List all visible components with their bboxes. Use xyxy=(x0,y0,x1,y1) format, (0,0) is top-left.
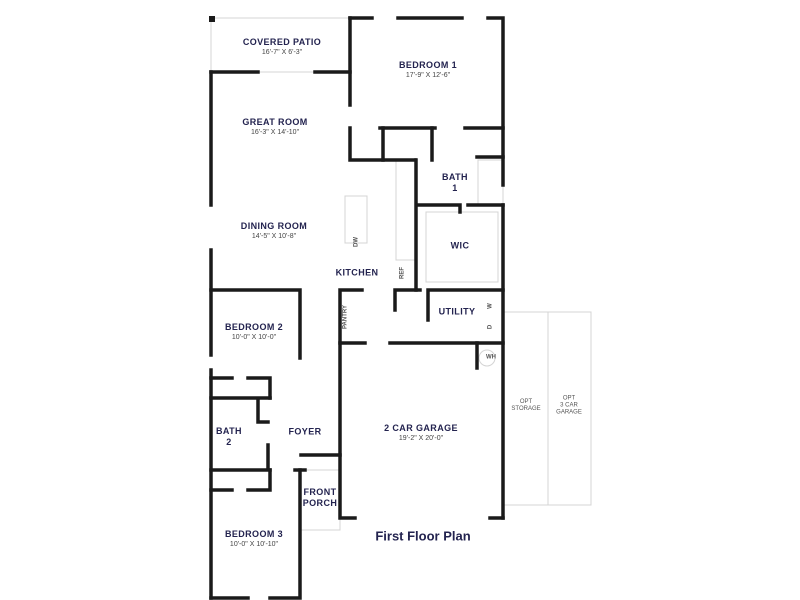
plan-title: First Floor Plan xyxy=(375,528,471,544)
refrigerator-label: REF xyxy=(399,267,406,279)
utility-label: UTILITY xyxy=(438,306,476,317)
pantry-label: PANTRY xyxy=(342,305,349,329)
dishwasher-label: DW xyxy=(353,237,360,247)
walls xyxy=(209,16,505,600)
kitchen-label: KITCHEN xyxy=(335,267,379,278)
foyer-label: FOYER xyxy=(288,426,322,437)
wic-label: WIC xyxy=(450,240,470,251)
water-heater-label: WH xyxy=(486,354,496,361)
washer-label: W xyxy=(487,303,494,309)
dryer-label: D xyxy=(487,324,494,330)
